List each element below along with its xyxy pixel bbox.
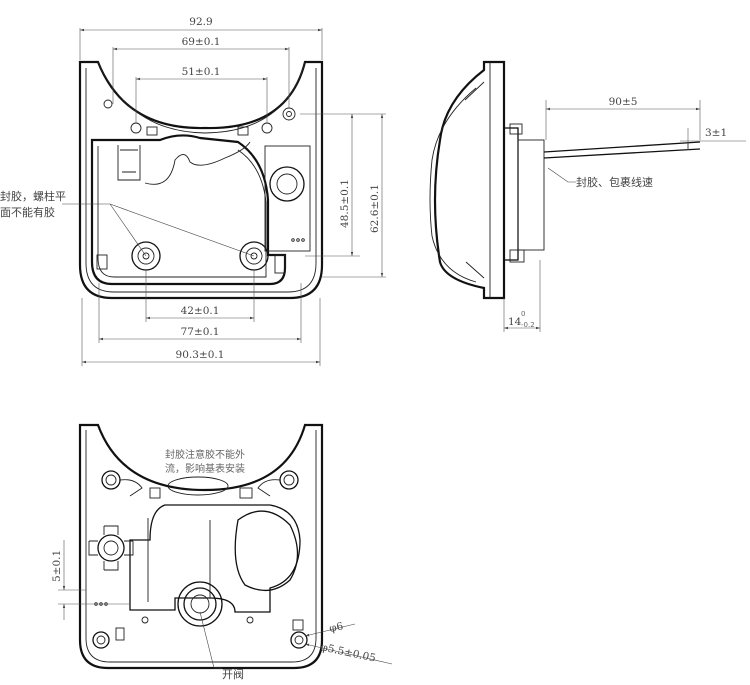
bottom-valve-outer bbox=[177, 581, 223, 627]
dim-offset: 5±0.1 bbox=[51, 550, 63, 582]
valve-label: 开阀 bbox=[222, 667, 244, 681]
front-note-line1: 封胶，螺柱平 bbox=[0, 189, 66, 203]
dim-dia-inner: φ5.5±0.05 bbox=[319, 641, 377, 664]
dim-wire-length: 90±5 bbox=[609, 96, 638, 108]
dim-dia-outer: φ6 bbox=[328, 620, 345, 635]
dim-wire-strip: 3±1 bbox=[705, 127, 727, 139]
front-top-arc bbox=[97, 61, 306, 134]
bottom-boss-br bbox=[290, 631, 308, 649]
bottom-wheel bbox=[234, 510, 299, 592]
bottom-seal-area bbox=[167, 476, 229, 496]
dim-hole-span-2: 77±0.1 bbox=[181, 326, 220, 338]
dim-overall-top: 92.9 bbox=[189, 16, 212, 28]
side-rear-box bbox=[517, 139, 545, 251]
bottom-cavity bbox=[129, 504, 301, 613]
dim-overall-bottom: 90.3±0.1 bbox=[176, 349, 225, 361]
side-rear-frame bbox=[503, 127, 519, 261]
dim-thickness: 14 bbox=[508, 316, 522, 328]
side-note: 封胶、包裹线速 bbox=[576, 175, 653, 189]
dim-hole-span-1: 42±0.1 bbox=[181, 305, 220, 317]
front-hole-tl bbox=[103, 99, 113, 109]
dim-height-inner: 48.5±0.1 bbox=[339, 179, 351, 228]
side-wire bbox=[543, 141, 701, 153]
front-gear-curve bbox=[144, 141, 251, 185]
bottom-boss-bl bbox=[92, 631, 110, 649]
bottom-cross-gear bbox=[97, 534, 125, 562]
bottom-view: 封胶注意胶不能外 流，影响基表安装 bbox=[51, 423, 393, 681]
bottom-housing-outline bbox=[78, 423, 324, 670]
side-view: 90±5 3±1 封胶、包裹线速 14 0 -0.2 bbox=[429, 60, 746, 332]
front-pointer-arm bbox=[117, 145, 141, 181]
dim-thickness-tol-lower: -0.2 bbox=[521, 321, 535, 329]
front-housing-inner-outline bbox=[85, 68, 317, 293]
front-hole-r2 bbox=[261, 122, 273, 134]
bottom-note-line2: 流，影响基表安装 bbox=[165, 462, 245, 475]
front-note-line2: 面不能有胶 bbox=[0, 205, 55, 219]
front-wheel bbox=[269, 166, 305, 202]
bottom-valve-mid bbox=[183, 587, 217, 621]
front-cavity-inner bbox=[97, 146, 267, 278]
front-hole-l2 bbox=[130, 122, 142, 134]
front-view: 92.9 69±0.1 51±0.1 48.5±0.1 62.6±0.1 42±… bbox=[0, 16, 386, 366]
side-body bbox=[433, 60, 506, 300]
front-sensor-box bbox=[264, 145, 311, 252]
dim-upper-span: 69±0.1 bbox=[182, 36, 221, 48]
dim-thickness-tol-upper: 0 bbox=[521, 310, 525, 318]
dim-height-outer: 62.6±0.1 bbox=[369, 184, 381, 233]
bottom-note-line1: 封胶注意胶不能外 bbox=[165, 448, 245, 461]
dim-inner-span: 51±0.1 bbox=[182, 66, 221, 78]
bottom-boss-tl bbox=[101, 470, 121, 490]
front-hole-tr bbox=[282, 107, 296, 121]
bottom-boss-tr bbox=[279, 470, 299, 490]
